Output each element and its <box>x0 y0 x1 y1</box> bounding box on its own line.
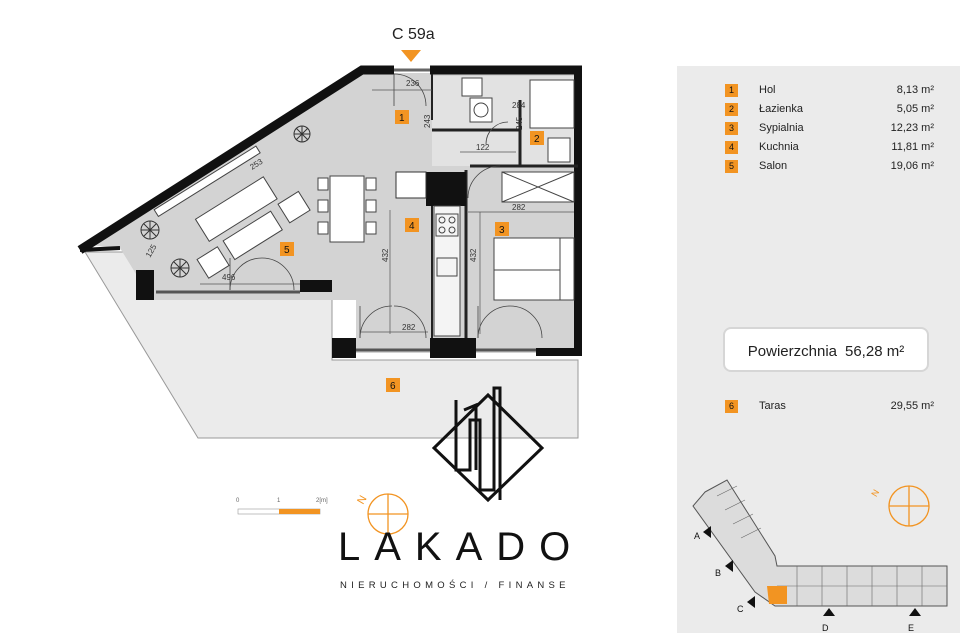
room-name: Sypialnia <box>759 122 804 134</box>
room-row: 4 Kuchnia 11,81 m² <box>677 141 960 159</box>
room-area: 19,06 m² <box>890 160 934 172</box>
section-label-c: C <box>737 604 744 614</box>
section-label-a: A <box>694 531 701 541</box>
room-name: Łazienka <box>759 103 804 115</box>
room-marker-6: 6 <box>386 378 400 392</box>
dim-label: 122 <box>476 143 490 152</box>
svg-text:6: 6 <box>390 381 396 392</box>
scale-label: 2[m] <box>316 498 328 504</box>
scale-bar <box>237 508 321 515</box>
room-marker-1: 1 <box>395 110 409 124</box>
dim-label: 496 <box>222 273 236 282</box>
info-panel: 1 Hol 8,13 m² 2 Łazienka 5,05 m² 3 Sypia… <box>677 66 960 633</box>
section-label-b: B <box>715 568 722 578</box>
room-area: 5,05 m² <box>896 103 934 115</box>
room-marker-4: 4 <box>405 218 419 232</box>
room-name: Hol <box>759 84 776 96</box>
svg-text:N: N <box>355 494 369 507</box>
svg-text:4: 4 <box>409 221 415 232</box>
room-name: Kuchnia <box>759 141 799 153</box>
svg-text:5: 5 <box>284 245 290 256</box>
room-area: 11,81 m² <box>891 141 934 153</box>
scale-label: 1 <box>277 498 281 504</box>
dim-label: 432 <box>469 248 478 262</box>
room-name: Taras <box>759 400 786 412</box>
dim-label: 432 <box>381 248 390 262</box>
room-area: 8,13 m² <box>896 84 934 96</box>
scale-label: 0 <box>236 498 240 504</box>
logo-tagline: NIERUCHOMOŚCI / FINANSE <box>340 580 570 591</box>
total-area-label: Powierzchnia <box>747 343 837 360</box>
apartment-code: C 59a <box>392 26 435 43</box>
outer-wall-diagonal <box>77 65 394 254</box>
dim-label: 243 <box>423 114 432 128</box>
room-marker-2: 2 <box>530 131 544 145</box>
room-area: 12,23 m² <box>890 122 934 134</box>
dim-label: 282 <box>512 203 526 212</box>
svg-text:2: 2 <box>534 134 540 145</box>
room-number-badge: 1 <box>725 84 738 97</box>
total-area-value: 56,28 m² <box>845 343 905 360</box>
section-label-d: D <box>822 623 829 633</box>
svg-text:1: 1 <box>399 113 405 124</box>
room-number-badge: 5 <box>725 160 738 173</box>
floor-plan: 236 243 284 245 122 253 282 432 432 496 … <box>77 65 582 535</box>
lakado-logo-icon <box>431 386 545 503</box>
room-name: Salon <box>759 160 788 172</box>
room-row: 1 Hol 8,13 m² <box>677 84 960 102</box>
room-marker-3: 3 <box>495 222 509 236</box>
logo-wordmark: LAKADO <box>338 525 585 569</box>
apartment-highlight <box>767 586 787 604</box>
room-number-badge: 4 <box>725 141 738 154</box>
room-marker-5: 5 <box>280 242 294 256</box>
entrance-marker-icon <box>401 50 421 62</box>
dim-label: 236 <box>406 79 420 88</box>
dim-label: 245 <box>515 116 524 130</box>
building-key-plan <box>692 479 948 616</box>
terrace-row: 6 Taras 29,55 m² <box>677 400 960 418</box>
room-row: 5 Salon 19,06 m² <box>677 160 960 178</box>
section-label-e: E <box>908 623 915 633</box>
room-row: 3 Sypialnia 12,23 m² <box>677 122 960 140</box>
room-number-badge: 3 <box>725 122 738 135</box>
dim-label: 282 <box>402 323 416 332</box>
room-number-badge: 6 <box>725 400 738 413</box>
dim-label: 284 <box>512 101 526 110</box>
room-number-badge: 2 <box>725 103 738 116</box>
svg-text:3: 3 <box>499 225 505 236</box>
total-area-box: Powierzchnia 56,28 m² <box>723 327 929 372</box>
compass-icon <box>888 485 930 527</box>
room-row: 2 Łazienka 5,05 m² <box>677 103 960 121</box>
room-area: 29,55 m² <box>890 400 934 412</box>
